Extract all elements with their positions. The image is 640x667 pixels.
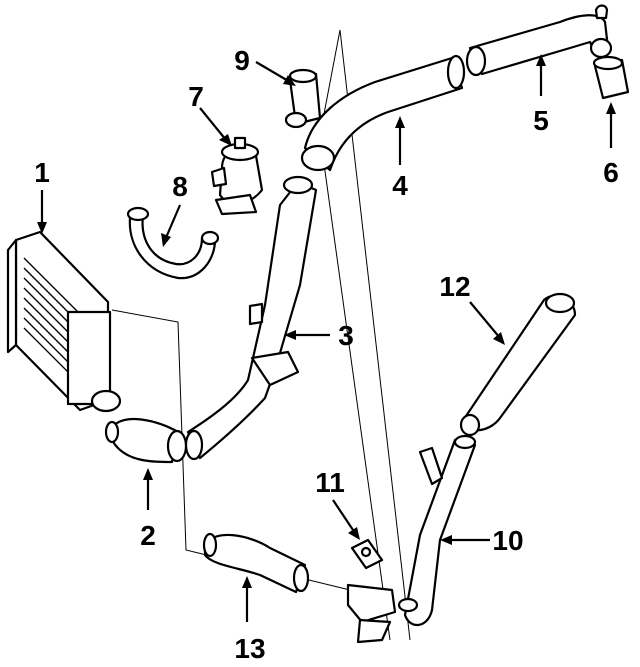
callout-2: 2 bbox=[140, 520, 156, 551]
callout-13: 13 bbox=[234, 633, 265, 664]
callout-10: 10 bbox=[492, 525, 523, 556]
callout-6: 6 bbox=[603, 157, 619, 188]
intercooler-part bbox=[6, 230, 122, 413]
clamp-part-11 bbox=[350, 538, 384, 570]
hose-part-13 bbox=[202, 532, 397, 644]
valve-part-7 bbox=[210, 136, 264, 216]
callout-8: 8 bbox=[172, 171, 188, 202]
hose-part-2 bbox=[104, 418, 188, 464]
hose-part-9 bbox=[284, 68, 322, 129]
callout-11: 11 bbox=[315, 467, 345, 498]
callout-arrows bbox=[37, 54, 616, 622]
callout-12: 12 bbox=[439, 271, 470, 302]
callout-5: 5 bbox=[533, 105, 549, 136]
hose-part-5 bbox=[465, 4, 613, 77]
pipe-part-3 bbox=[184, 175, 318, 461]
callout-9: 9 bbox=[234, 45, 250, 76]
hose-part-12 bbox=[459, 292, 577, 437]
callout-4: 4 bbox=[392, 170, 408, 201]
pipe-part-4 bbox=[300, 54, 466, 172]
hose-part-8 bbox=[126, 206, 220, 280]
callout-7: 7 bbox=[188, 81, 204, 112]
callout-labels: 1 2 3 4 5 6 7 8 9 10 11 12 13 bbox=[34, 45, 619, 664]
callout-3: 3 bbox=[338, 320, 354, 351]
coupler-part-6 bbox=[592, 55, 630, 100]
pipe-part-10 bbox=[397, 434, 477, 626]
callout-1: 1 bbox=[34, 157, 50, 188]
